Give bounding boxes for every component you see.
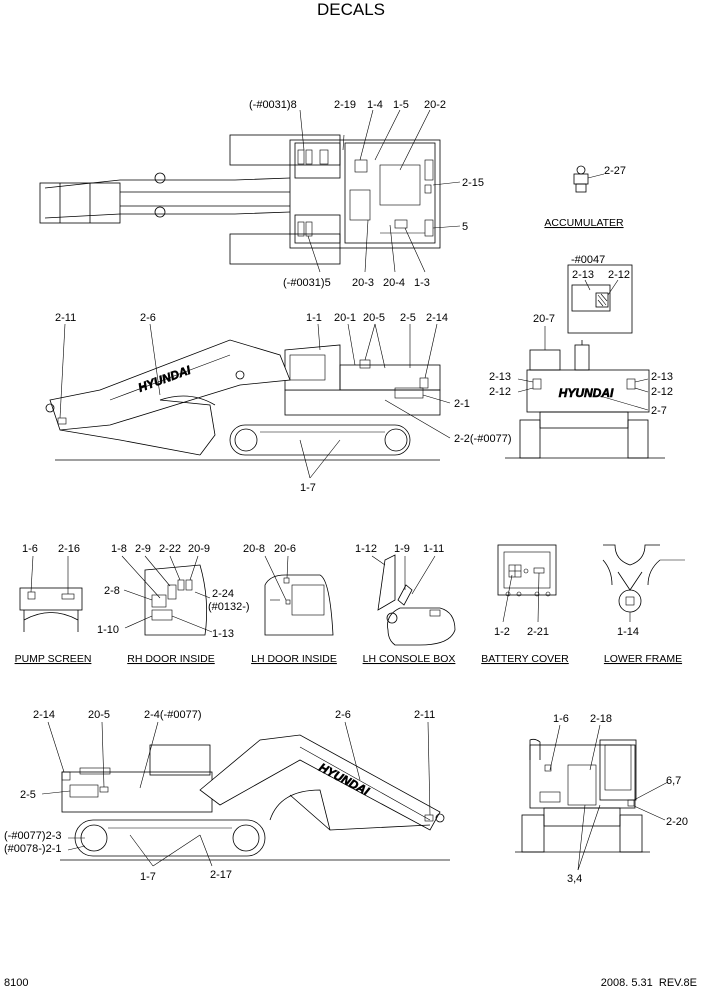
page-title: DECALS xyxy=(317,0,385,19)
top-view-leaders xyxy=(299,109,461,273)
callout-left-2-17: 2-17 xyxy=(210,869,232,881)
callout-rh-1-13: 1-13 xyxy=(212,628,234,640)
page-number: 8100 xyxy=(4,977,28,989)
battery-cover-drawing xyxy=(497,544,557,623)
callout-top-2-19: 2-19 xyxy=(334,99,356,111)
callout-side-2-5: 2-5 xyxy=(400,312,416,324)
callout-rh-2-24-serial: (#0132-) xyxy=(208,601,250,613)
lower-frame-drawing xyxy=(602,544,685,622)
callout-left-20-5: 20-5 xyxy=(88,709,110,721)
caption-lh-door-inside: LH DOOR INSIDE xyxy=(251,653,337,665)
callout-inset-2-13: 2-13 xyxy=(572,269,594,281)
callout-rear-20-7: 20-7 xyxy=(533,313,555,325)
caption-pump-screen: PUMP SCREEN xyxy=(15,653,92,665)
callout-battery-2-21: 2-21 xyxy=(527,626,549,638)
callout-rear-2-12-right: 2-12 xyxy=(651,386,673,398)
callout-top-1-3: 1-3 xyxy=(414,277,430,289)
callout-pump-2-16: 2-16 xyxy=(58,543,80,555)
callout-inset-2-12: 2-12 xyxy=(608,269,630,281)
caption-battery-cover: BATTERY COVER xyxy=(481,653,569,665)
accumulator-drawing xyxy=(573,165,605,193)
callout-top-20-4: 20-4 xyxy=(383,277,405,289)
callout-side-20-5: 20-5 xyxy=(363,312,385,324)
callout-side-2-11: 2-11 xyxy=(55,312,76,324)
callout-rh-1-8: 1-8 xyxy=(111,543,127,555)
callout-left-2-5: 2-5 xyxy=(20,789,36,801)
rear-counterweight-brand: HYUNDAI xyxy=(559,386,614,400)
lh-console-drawing xyxy=(371,554,456,646)
callout-left-2-14: 2-14 xyxy=(33,709,55,721)
callout-accumulator-2-27: 2-27 xyxy=(604,165,626,177)
caption-lower-frame: LOWER FRAME xyxy=(604,653,682,665)
callout-console-1-9: 1-9 xyxy=(394,543,410,555)
callout-front-2-20: 2-20 xyxy=(666,816,688,828)
caption-lh-console-box: LH CONSOLE BOX xyxy=(363,653,456,665)
caption-accumulater: ACCUMULATER xyxy=(544,217,624,229)
callout-top-2-15: 2-15 xyxy=(462,177,484,189)
callout-rear-2-13-left: 2-13 xyxy=(489,371,511,383)
callout-rh-2-8: 2-8 xyxy=(104,585,120,597)
callout-front-6-7: 6,7 xyxy=(666,775,681,787)
callout-lower-frame-1-14: 1-14 xyxy=(617,626,639,638)
rear-view-leaders xyxy=(517,326,649,411)
side-view-leaders xyxy=(59,323,451,479)
rh-door-drawing xyxy=(121,555,213,636)
callout-console-1-12: 1-12 xyxy=(355,543,377,555)
callout-rear-2-13-right: 2-13 xyxy=(651,371,673,383)
callout-rh-1-10: 1-10 xyxy=(97,624,119,636)
callout-side-20-1: 20-1 xyxy=(334,312,356,324)
callout-front-3-4: 3,4 xyxy=(567,873,582,885)
caption-rh-door-inside: RH DOOR INSIDE xyxy=(127,653,215,665)
callout-top-5-serial: (-#0031)5 xyxy=(283,277,331,289)
front-view-drawing xyxy=(515,724,669,871)
callout-top-20-3: 20-3 xyxy=(352,277,374,289)
callout-top-8: (-#0031)8 xyxy=(249,99,297,111)
callout-battery-1-2: 1-2 xyxy=(494,626,510,638)
date-revision: 2008. 5.31 REV.8E xyxy=(601,977,697,989)
callout-left-2-11: 2-11 xyxy=(414,709,435,721)
callout-front-1-6: 1-6 xyxy=(553,713,569,725)
callout-side-2-1: 2-1 xyxy=(454,398,470,410)
callout-side-2-6: 2-6 xyxy=(140,312,156,324)
callout-side-2-14: 2-14 xyxy=(426,312,448,324)
callout-rh-20-9: 20-9 xyxy=(188,543,210,555)
side-view-drawing xyxy=(45,339,441,461)
callout-top-5: 5 xyxy=(462,221,468,233)
callout-top-20-2: 20-2 xyxy=(424,99,446,111)
pump-screen-drawing xyxy=(19,555,83,632)
top-view-drawing xyxy=(39,134,441,265)
callout-side-1-1: 1-1 xyxy=(306,312,322,324)
callout-side-2-2: 2-2(-#0077) xyxy=(454,433,511,445)
callout-left-2-4: 2-4(-#0077) xyxy=(144,709,201,721)
callout-rear-2-12-left: 2-12 xyxy=(489,386,511,398)
left-side-view-drawing xyxy=(60,734,450,861)
callout-side-1-7: 1-7 xyxy=(300,482,316,494)
callout-rh-2-9: 2-9 xyxy=(135,543,151,555)
callout-rh-2-22: 2-22 xyxy=(159,543,181,555)
callout-pump-1-6: 1-6 xyxy=(22,543,38,555)
lh-door-drawing xyxy=(264,555,334,636)
callout-top-1-4: 1-4 xyxy=(367,99,383,111)
left-side-view-leaders xyxy=(41,721,431,867)
rear-inset-serial: -#0047 xyxy=(571,254,605,266)
callout-left-2-6: 2-6 xyxy=(335,709,351,721)
callout-left-2-1: (#0078-)2-1 xyxy=(4,843,61,855)
callout-rear-2-7: 2-7 xyxy=(651,405,667,417)
callout-top-1-5: 1-5 xyxy=(393,99,409,111)
callout-console-1-11: 1-11 xyxy=(423,543,444,555)
rear-view-drawing xyxy=(505,340,665,459)
callout-left-1-7: 1-7 xyxy=(140,871,156,883)
callout-left-2-3: (-#0077)2-3 xyxy=(4,830,61,842)
rear-inset-drawing xyxy=(567,264,633,334)
callout-front-2-18: 2-18 xyxy=(590,713,612,725)
callout-lh-20-8: 20-8 xyxy=(243,543,265,555)
callout-rh-2-24: 2-24 xyxy=(212,588,234,600)
callout-lh-20-6: 20-6 xyxy=(274,543,296,555)
